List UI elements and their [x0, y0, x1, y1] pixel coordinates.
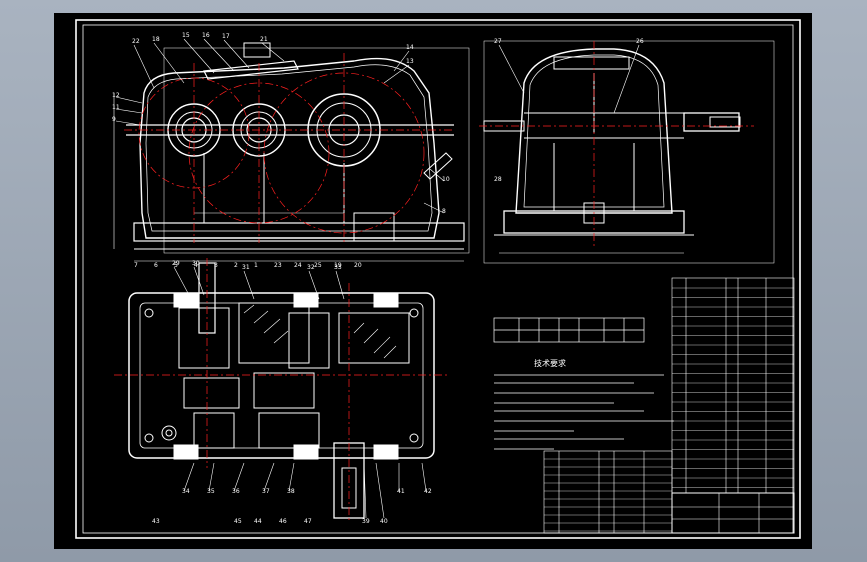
top-centerlines	[114, 258, 449, 523]
balloon-front-12: 8	[442, 208, 446, 215]
balloon-front-22: 25	[314, 262, 322, 269]
balloon-top-11: 40	[380, 518, 388, 525]
balloon-top-3: 32	[307, 264, 315, 271]
balloon-front-6: 14	[406, 44, 414, 51]
balloon-front-7: 13	[406, 58, 414, 65]
balloon-front-19: 1	[254, 262, 258, 269]
balloon-front-15: 5	[174, 262, 178, 269]
balloon-top-6: 35	[207, 488, 215, 495]
characteristics-table	[493, 317, 645, 343]
balloon-top-18: 47	[304, 518, 312, 525]
balloon-side-2: 28	[494, 176, 502, 183]
balloon-front-16: 4	[194, 262, 198, 269]
balloon-front-11: 10	[442, 176, 450, 183]
balloon-top-16: 45	[234, 518, 242, 525]
side-view	[483, 40, 775, 264]
balloon-top-0: 29	[172, 260, 180, 267]
balloon-front-18: 2	[234, 262, 238, 269]
balloon-top-13: 42	[424, 488, 432, 495]
balloon-front-23: 19	[334, 262, 342, 269]
balloon-front-0: 22	[132, 38, 140, 45]
leader-lines	[115, 38, 640, 519]
balloon-front-21: 24	[294, 262, 302, 269]
balloon-front-24: 20	[354, 262, 362, 269]
balloon-front-13: 7	[134, 262, 138, 269]
parts-rows	[544, 287, 794, 532]
balloon-side-0: 27	[494, 38, 502, 45]
balloon-front-14: 6	[154, 262, 158, 269]
balloon-top-15: 44	[254, 518, 262, 525]
balloon-top-10: 39	[362, 518, 370, 525]
balloon-front-8: 12	[112, 92, 120, 99]
gearbox-assembly-drawing: 2218151617211413121191087654321232425192…	[75, 19, 801, 539]
front-view	[113, 42, 470, 262]
side-centerlines	[479, 41, 754, 248]
parts-list	[543, 277, 795, 534]
balloon-side-1: 26	[636, 38, 644, 45]
balloon-top-9: 38	[287, 488, 295, 495]
technical-notes: 技术要求	[494, 358, 674, 450]
balloon-front-3: 16	[202, 32, 210, 39]
balloon-top-2: 31	[242, 264, 250, 271]
balloon-front-5: 21	[260, 36, 268, 43]
balloon-top-1: 30	[192, 260, 200, 267]
balloon-top-7: 36	[232, 488, 240, 495]
balloon-front-2: 15	[182, 32, 190, 39]
drawing-frame	[75, 19, 801, 539]
balloon-top-5: 34	[182, 488, 190, 495]
balloon-top-12: 41	[397, 488, 405, 495]
front-centerlines	[124, 53, 454, 243]
balloon-front-1: 18	[152, 36, 160, 43]
top-view	[128, 262, 435, 519]
balloon-top-14: 43	[152, 518, 160, 525]
balloon-front-20: 23	[274, 262, 282, 269]
notes-title: 技术要求	[534, 358, 566, 368]
balloon-front-4: 17	[222, 33, 230, 40]
balloon-front-17: 3	[214, 262, 218, 269]
balloon-top-17: 46	[279, 518, 287, 525]
balloon-top-8: 37	[262, 488, 270, 495]
balloon-front-9: 11	[112, 104, 120, 111]
balloon-top-4: 33	[334, 264, 342, 271]
balloon-front-10: 9	[112, 116, 116, 123]
inner-frame	[82, 24, 794, 534]
